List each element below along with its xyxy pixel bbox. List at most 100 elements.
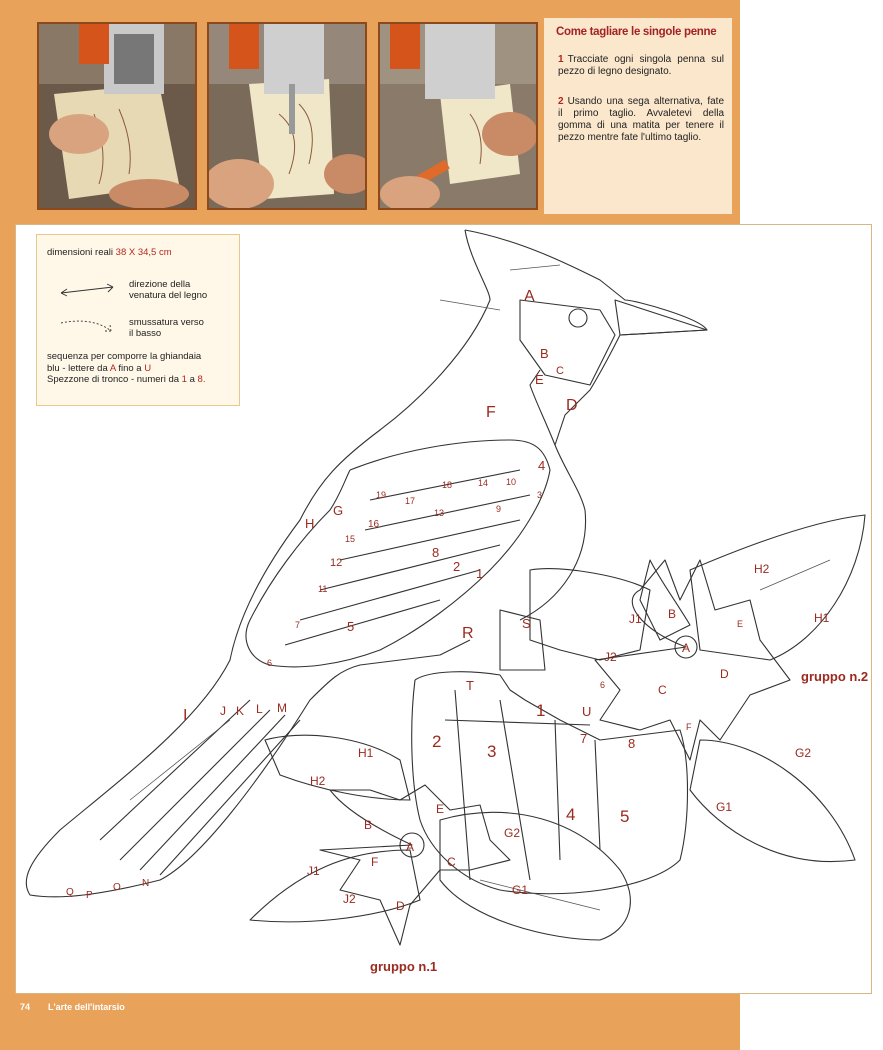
sequence-line-3: Spezzone di tronco - numeri da 1 a 8. bbox=[47, 374, 205, 386]
legend-bevel: smussatura verso il basso bbox=[129, 317, 204, 339]
wing-2: 2 bbox=[453, 559, 460, 574]
legend-box: dimensioni reali 38 X 34,5 cm direzione … bbox=[36, 234, 240, 406]
wing-3: 3 bbox=[537, 490, 542, 500]
g2-E: E bbox=[737, 619, 743, 629]
label-U: U bbox=[582, 704, 591, 719]
instructions-title: Come tagliare le singole penne bbox=[556, 26, 717, 38]
label-S: S bbox=[522, 616, 531, 631]
group1-flower-center bbox=[399, 832, 425, 858]
photo-tracing-step bbox=[37, 22, 197, 210]
g1-H2: H2 bbox=[310, 774, 326, 788]
g2-F: F bbox=[686, 722, 692, 732]
wing-10: 10 bbox=[506, 477, 516, 487]
grain-arrow-4 bbox=[759, 559, 831, 591]
wing-14: 14 bbox=[478, 478, 488, 488]
g2-D: D bbox=[720, 667, 729, 681]
g2-H1: H1 bbox=[814, 611, 830, 625]
wing-1: 1 bbox=[476, 566, 483, 581]
grain-line-1: direzione della bbox=[129, 279, 191, 290]
label-F: F bbox=[486, 404, 496, 421]
label-H: H bbox=[305, 516, 314, 531]
trunk-3: 3 bbox=[487, 742, 496, 761]
bevel-line-2: il basso bbox=[129, 328, 162, 339]
g1-G2: G2 bbox=[504, 826, 520, 840]
wing-11: 11 bbox=[318, 584, 327, 594]
bird-eye bbox=[568, 308, 588, 328]
wing-5: 5 bbox=[347, 619, 354, 634]
step-2-text: Usando una sega alternativa, fate il pri… bbox=[558, 96, 724, 143]
g1-H1: H1 bbox=[358, 746, 374, 760]
label-Q: Q bbox=[66, 887, 74, 898]
grain-line-2: venatura del legno bbox=[129, 290, 208, 301]
label-P: P bbox=[86, 890, 93, 901]
seq2-a: blu - lettere da bbox=[47, 362, 108, 374]
label-B: B bbox=[540, 346, 549, 361]
trunk-7: 7 bbox=[580, 731, 587, 746]
grain-arrow-1 bbox=[509, 264, 561, 271]
seq2-c: fino a bbox=[118, 362, 142, 374]
g2-J2: J2 bbox=[604, 650, 617, 664]
g2-G2: G2 bbox=[795, 746, 811, 760]
g1-J2: J2 bbox=[343, 892, 356, 906]
label-G: G bbox=[333, 503, 343, 518]
magazine-title: L'arte dell'intarsio bbox=[48, 1002, 125, 1012]
wing-4: 4 bbox=[538, 458, 545, 473]
group2-flower-center bbox=[674, 635, 698, 659]
label-L: L bbox=[256, 702, 263, 716]
label-K: K bbox=[236, 704, 244, 718]
trunk-8: 8 bbox=[628, 736, 635, 751]
trunk-2: 2 bbox=[432, 732, 441, 751]
group2-leaves bbox=[639, 514, 866, 863]
bevel-arrow-icon bbox=[60, 320, 112, 332]
wing-12: 12 bbox=[330, 557, 342, 569]
label-E: E bbox=[535, 372, 544, 387]
wing-8: 8 bbox=[432, 545, 439, 560]
seq3-c: a bbox=[189, 374, 195, 385]
grain-arrow-2 bbox=[439, 299, 501, 311]
label-O: O bbox=[113, 882, 121, 893]
wing-13: 13 bbox=[434, 508, 444, 518]
g1-E: E bbox=[436, 802, 444, 816]
trunk-6: 6 bbox=[600, 680, 605, 690]
trunk-1: 1 bbox=[536, 701, 545, 720]
trunk-outline bbox=[411, 671, 689, 895]
trunk-5: 5 bbox=[620, 807, 629, 826]
g1-F: F bbox=[371, 855, 378, 869]
g1-group-label: gruppo n.1 bbox=[370, 959, 437, 974]
g2-group-label: gruppo n.2 bbox=[801, 669, 868, 684]
bird-wing-outline bbox=[245, 439, 551, 668]
page-number: 74 bbox=[20, 1002, 31, 1012]
label-I: I bbox=[183, 707, 187, 724]
bird-back-outline bbox=[25, 229, 491, 898]
step-1-text: Tracciate ogni singola penna sul pezzo d… bbox=[558, 54, 724, 77]
seq3-b: 1 bbox=[181, 374, 187, 385]
left-band bbox=[0, 0, 15, 1050]
sequence-line-2: blu - lettere da A fino a U bbox=[47, 363, 205, 375]
g1-C: C bbox=[447, 855, 456, 869]
wing-16: 16 bbox=[368, 519, 380, 530]
group1-leaves bbox=[249, 734, 631, 941]
grain-arrow-5 bbox=[479, 879, 601, 911]
trunk-4: 4 bbox=[566, 805, 575, 824]
sequence-line-1: sequenza per comporre la ghiandaia bbox=[47, 351, 202, 362]
g1-G1: G1 bbox=[512, 883, 528, 897]
seq3-a: Spezzone di tronco - numeri da bbox=[47, 374, 180, 385]
bevel-line-1: smussatura verso bbox=[129, 317, 204, 328]
label-T: T bbox=[466, 678, 474, 693]
grain-arrow-3 bbox=[129, 719, 231, 801]
bird-throat bbox=[529, 369, 556, 446]
photo-final-cut-step bbox=[378, 22, 538, 210]
bird-tail-lines bbox=[99, 699, 301, 876]
g2-B: B bbox=[668, 607, 676, 621]
bird-mask bbox=[519, 299, 616, 386]
label-M: M bbox=[277, 701, 287, 715]
label-D: D bbox=[566, 397, 578, 414]
g2-G1: G1 bbox=[716, 800, 732, 814]
g2-J1: J1 bbox=[629, 612, 642, 626]
bottom-band bbox=[0, 992, 740, 1050]
legend-grain: direzione della venatura del legno bbox=[129, 279, 207, 301]
step-2-number: 2 bbox=[558, 96, 564, 107]
